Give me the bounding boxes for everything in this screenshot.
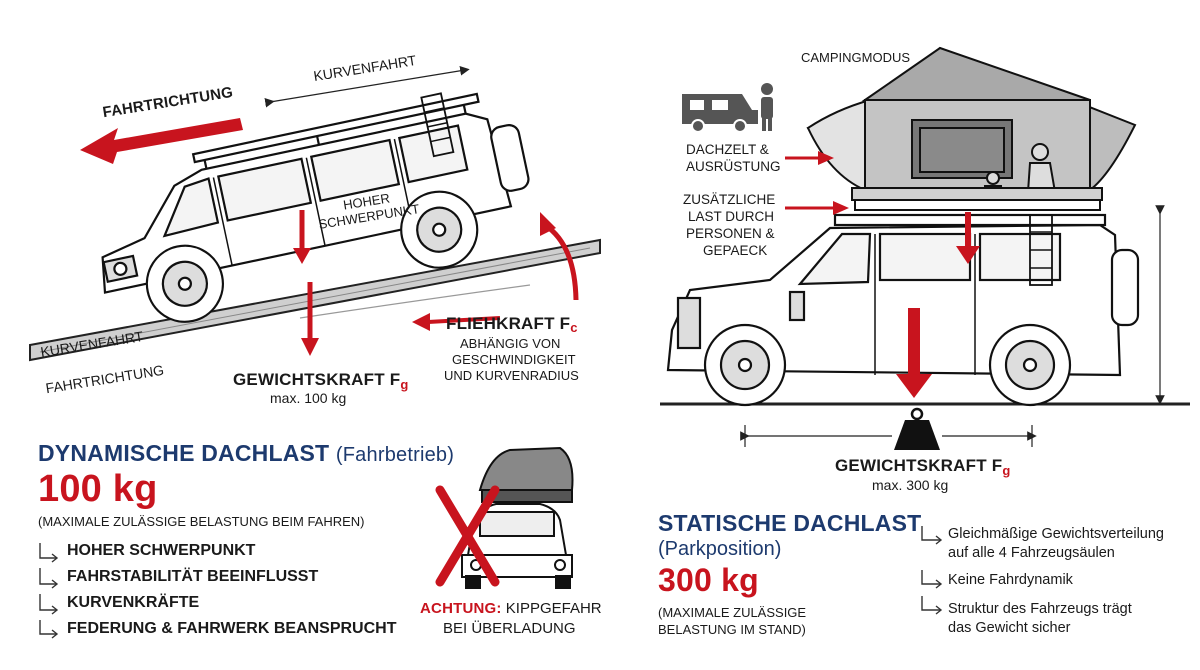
- dynamic-item-1: HOHER SCHWERPUNKT: [67, 542, 256, 559]
- dynamic-item-3: KURVENKRÄFTE: [67, 594, 200, 611]
- static-item-3-line-2: das Gewicht sicher: [948, 620, 1071, 636]
- static-item-1-line-1: Gleichmäßige Gewichtsverteilung: [948, 526, 1164, 542]
- last-label-1: ZUSÄTZLICHE: [683, 192, 776, 207]
- weight-icon: [894, 407, 940, 450]
- fliehkraft-desc-1: ABHÄNGIG VON: [460, 336, 561, 351]
- static-note-1: (MAXIMALE ZULÄSSIGE: [658, 605, 807, 620]
- red-x-icon: [435, 485, 500, 587]
- gravity-arrow-static: [896, 308, 932, 398]
- static-note-2: BELASTUNG IM STAND): [658, 622, 806, 637]
- fahrtrichtung-arrow: [80, 118, 243, 164]
- suv-driving: [101, 92, 530, 323]
- pointer-arrows-right: [785, 151, 849, 215]
- dachzelt-label-1: DACHZELT &: [686, 142, 769, 157]
- rooftop-tent: [806, 46, 1137, 211]
- warning-line-2: BEI ÜBERLADUNG: [443, 620, 576, 637]
- fliehkraft-label-text: FLIEHKRAFT F: [446, 314, 571, 333]
- last-label-2: LAST DURCH: [688, 209, 775, 224]
- gewicht-max-static: max. 300 kg: [872, 477, 949, 493]
- load-arrow-small: [956, 212, 980, 264]
- gewicht-subscript-static: g: [1002, 463, 1011, 478]
- dachzelt-label-2: AUSRÜSTUNG: [686, 159, 781, 174]
- gewicht-label-dynamic-text: GEWICHTSKRAFT F: [233, 370, 401, 389]
- fliehkraft-desc-3: UND KURVENRADIUS: [444, 368, 579, 383]
- warning-line-1: ACHTUNG: KIPPGEFAHR: [420, 600, 602, 617]
- last-label-4: GEPAECK: [703, 243, 768, 258]
- fliehkraft-desc-2: GESCHWINDIGKEIT: [452, 352, 576, 367]
- dynamic-item-4: FEDERUNG & FAHRWERK BEANSPRUCHT: [67, 620, 397, 637]
- camper-icon: [682, 94, 758, 133]
- gewicht-label-dynamic: GEWICHTSKRAFT Fg: [233, 370, 408, 392]
- dynamic-value: 100 kg: [38, 468, 158, 510]
- camping-label: CAMPINGMODUS: [801, 50, 911, 65]
- list-arrows-left: [39, 543, 59, 639]
- static-title-2: (Parkposition): [658, 538, 782, 560]
- dynamic-title-suffix: (Fahrbetrieb): [335, 444, 455, 466]
- gravity-arrow-dynamic: [293, 210, 319, 356]
- static-item-2-line-1: Keine Fahrdynamik: [948, 572, 1073, 588]
- warning-rest: KIPPGEFAHR: [505, 600, 602, 617]
- gewicht-max-dynamic: max. 100 kg: [270, 390, 347, 406]
- person-icon: [761, 83, 773, 131]
- fliehkraft-subscript: c: [570, 320, 578, 335]
- dynamic-item-2: FAHRSTABILITÄT BEEINFLUSST: [67, 568, 319, 585]
- fliehkraft-arrows: [412, 212, 579, 331]
- suv-parked: [666, 213, 1140, 407]
- static-item-1-line-2: auf alle 4 Fahrzeugsäulen: [948, 545, 1115, 561]
- static-item-3: Struktur des Fahrzeugs trägt das Gewicht…: [948, 600, 1132, 638]
- gewicht-label-static-text: GEWICHTSKRAFT F: [835, 456, 1003, 475]
- dynamic-note: (MAXIMALE ZULÄSSIGE BELASTUNG BEIM FAHRE…: [38, 514, 365, 529]
- fliehkraft-label: FLIEHKRAFT Fc: [446, 314, 578, 335]
- kurvenfahrt-dimension: [264, 66, 470, 108]
- last-label-3: PERSONEN &: [686, 226, 775, 241]
- list-arrows-right: [921, 526, 943, 615]
- static-item-1: Gleichmäßige Gewichtsverteilung auf alle…: [948, 525, 1164, 563]
- dynamic-title-text: DYNAMISCHE DACHLAST: [38, 440, 330, 466]
- static-item-3-line-1: Struktur des Fahrzeugs trägt: [948, 601, 1132, 617]
- gewicht-subscript-dynamic: g: [400, 377, 409, 392]
- road-slope: [29, 238, 601, 362]
- width-dimension: [740, 425, 1037, 447]
- gewicht-label-static: GEWICHTSKRAFT Fg: [835, 456, 1010, 478]
- dynamic-title: DYNAMISCHE DACHLAST (Fahrbetrieb): [38, 440, 454, 467]
- overload-warning-illustration: [461, 446, 574, 589]
- warning-prefix: ACHTUNG:: [420, 600, 502, 617]
- static-item-2: Keine Fahrdynamik: [948, 571, 1073, 590]
- static-title-1: STATISCHE DACHLAST: [658, 510, 922, 536]
- static-value: 300 kg: [658, 562, 759, 598]
